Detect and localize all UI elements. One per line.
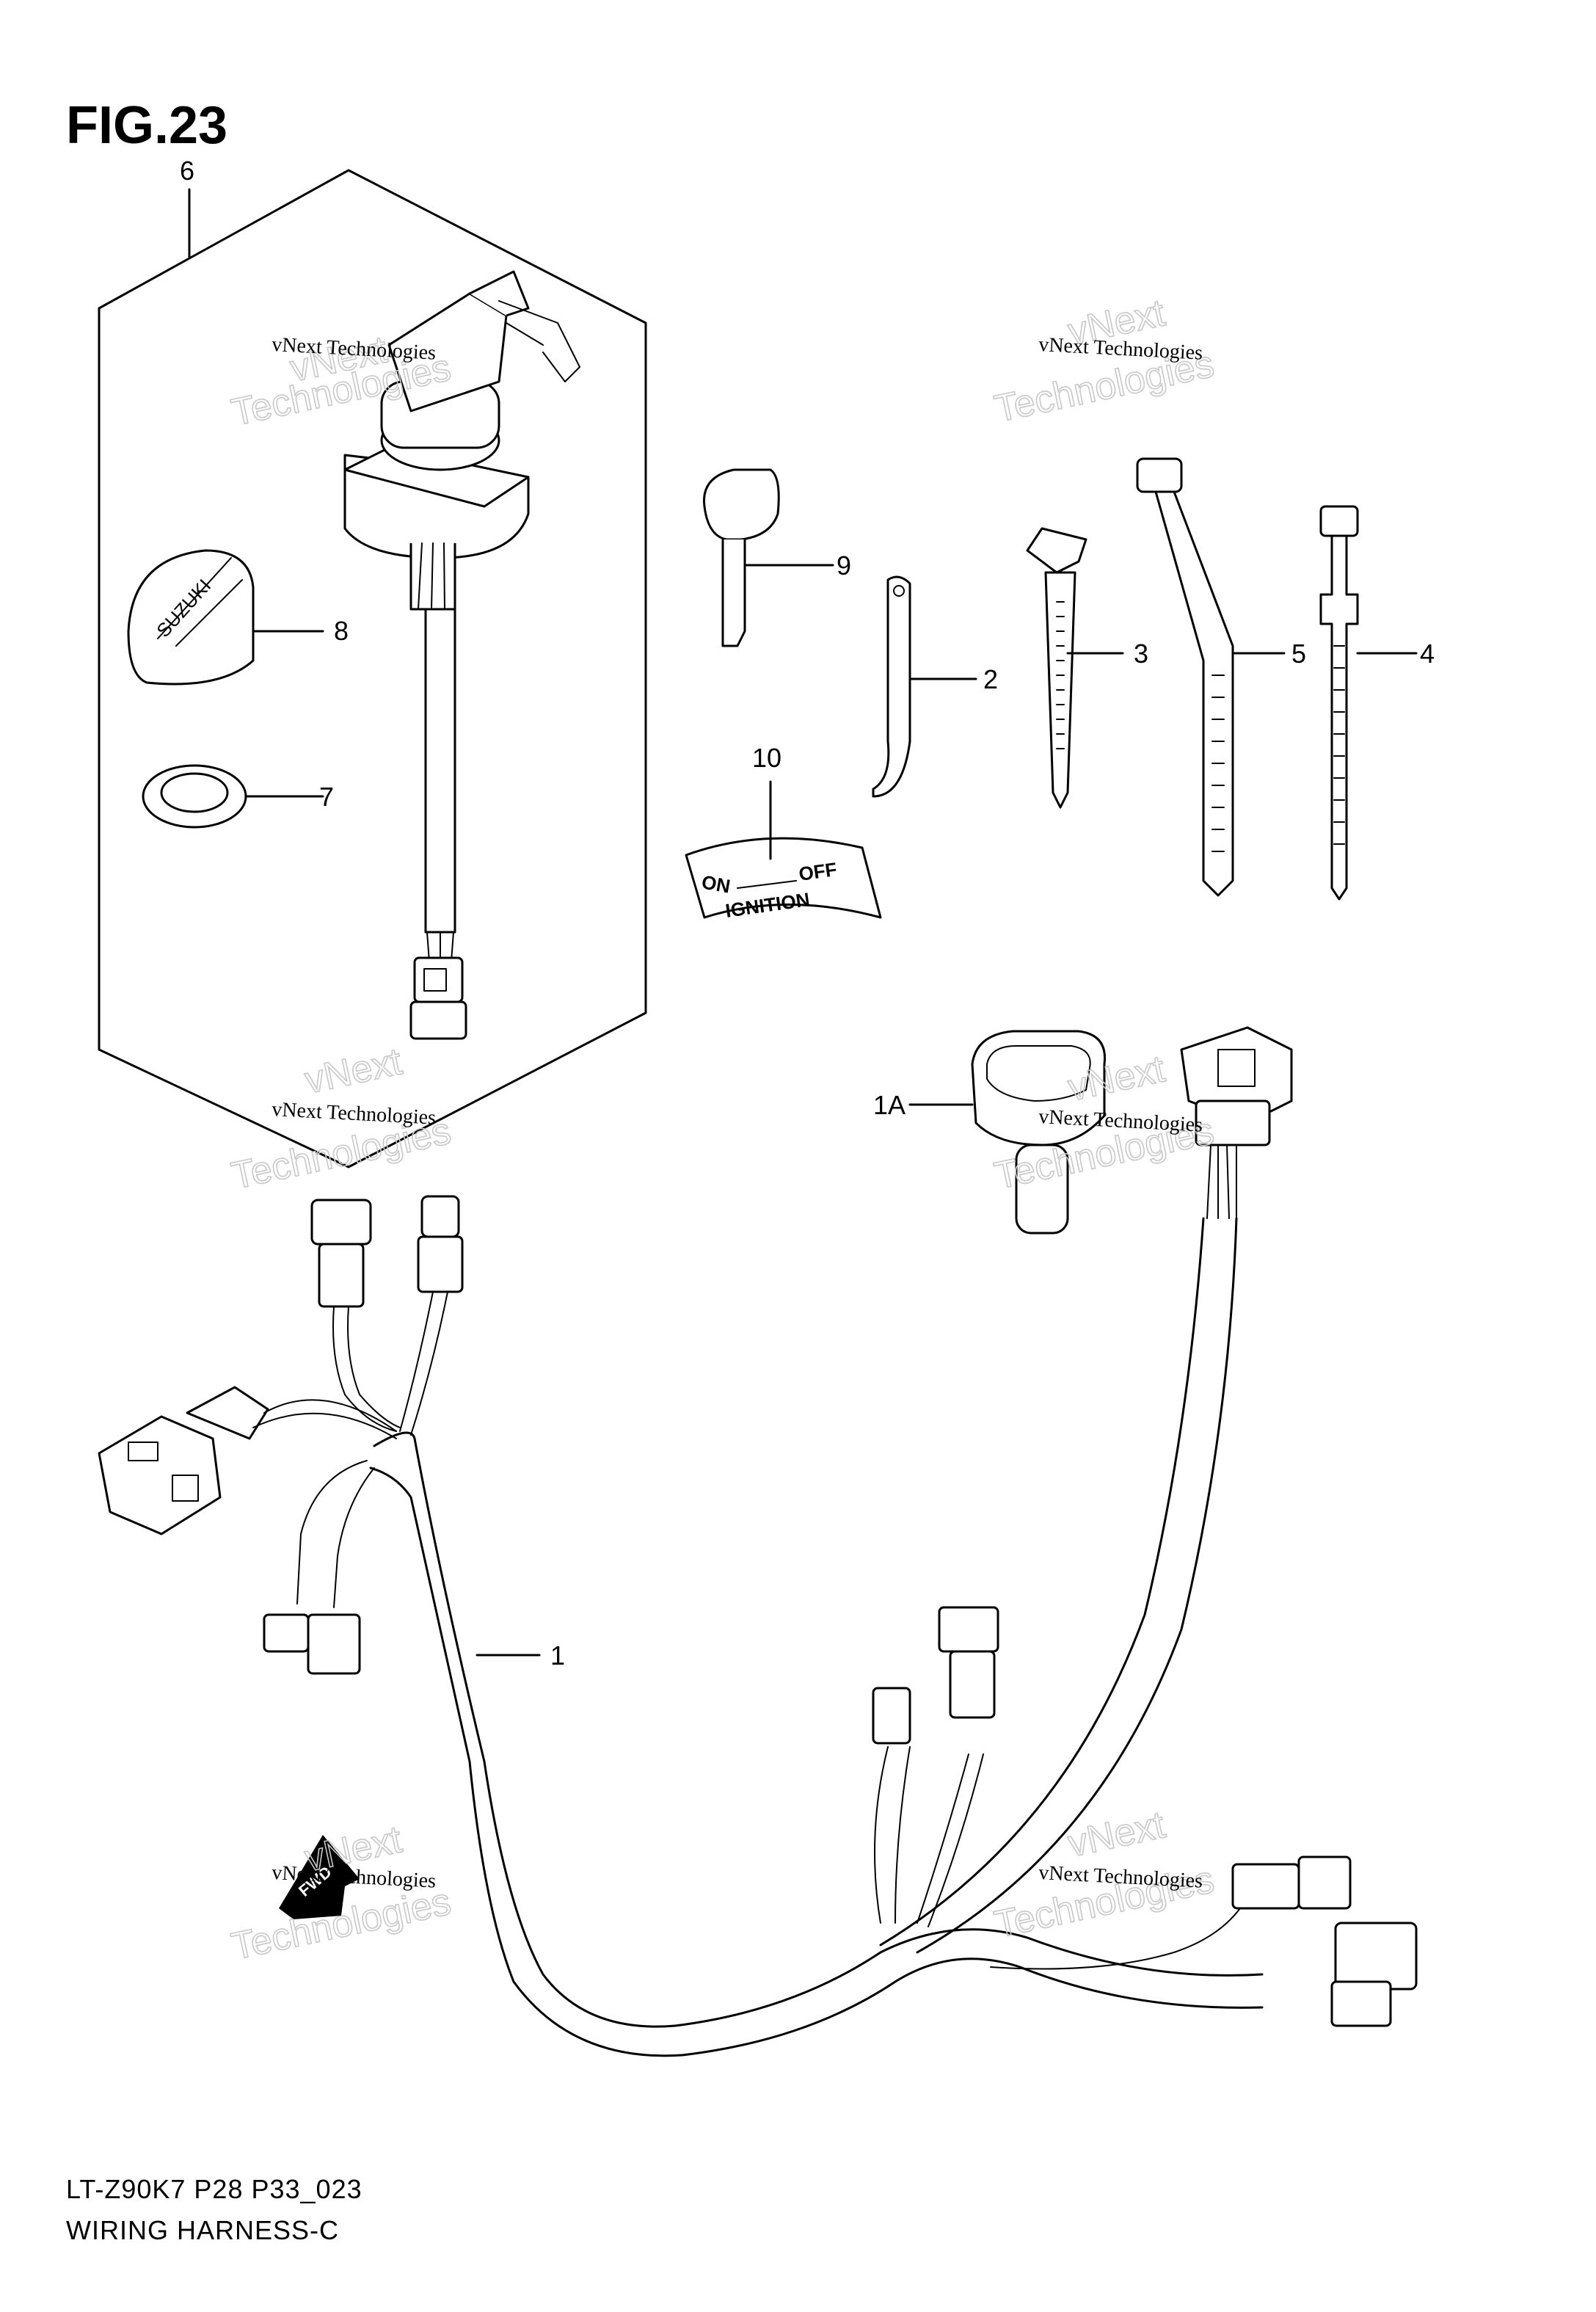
key [703,468,834,647]
figure-code: LT-Z90K7 P28 P33_023 [66,2174,362,2204]
watermark-big-3b: vNext [301,1040,406,1102]
ignition-decal: ON OFF IGNITION [685,780,882,922]
callout-9: 9 [837,550,851,581]
callout-1a: 1A [873,1090,906,1120]
band [872,575,977,798]
decal-on-label: ON [700,870,732,897]
callout-2: 2 [983,664,998,694]
callout-8: 8 [334,616,349,646]
callout-3: 3 [1134,639,1148,669]
decal-off-label: OFF [798,858,839,885]
watermark-3: Technologies vNext vNext Technologies [227,1039,456,1198]
ignition-switch-kit-outline [98,169,647,1168]
grommet [908,1030,1107,1235]
long-cable-tie [1136,457,1286,897]
watermark-small-3: vNext Technologies [272,1098,437,1130]
main-wiring-harness [98,1026,1418,2057]
knob-cap: SUZUKI [127,549,324,686]
callout-6: 6 [180,156,194,186]
callout-10: 10 [752,743,781,773]
callout-5: 5 [1291,639,1306,669]
ignition-switch [343,270,580,1040]
watermark-2: Technologies vNext vNext Technologies [991,291,1219,431]
cable-tie [1319,505,1418,901]
callout-7: 7 [319,782,334,812]
ring-nut [142,764,324,829]
figure-title: FIG.23 [66,96,228,155]
watermark-small-2: vNext Technologies [1038,333,1203,365]
figure-name: WIRING HARNESS-C [66,2215,340,2245]
callout-4: 4 [1420,639,1435,669]
clamp-tie [1026,527,1124,809]
callout-1: 1 [550,1640,565,1671]
